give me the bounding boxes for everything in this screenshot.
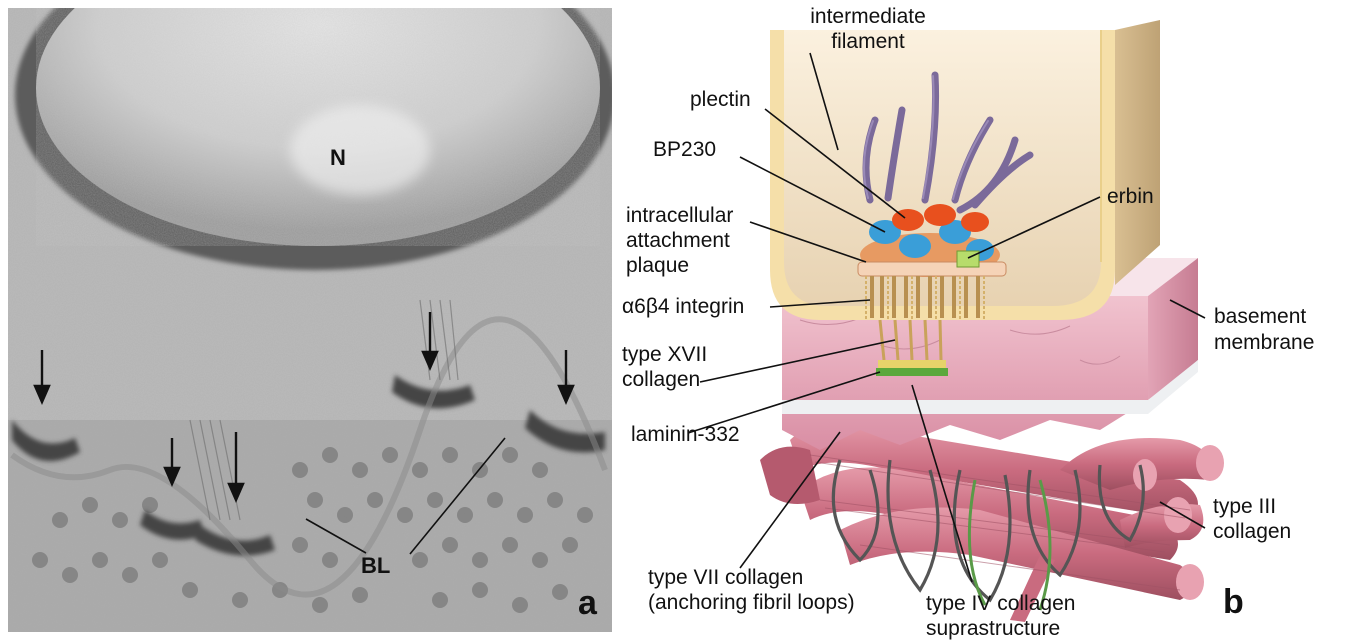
- type-xvii-collagen-label-line1: type XVII: [622, 343, 707, 366]
- plectin-label: plectin: [690, 88, 751, 111]
- type-iii-collagen-label-line1: type III: [1213, 495, 1276, 518]
- nucleus-label: N: [330, 145, 346, 170]
- type-iv-collagen-label-line2: suprastructure: [926, 617, 1060, 640]
- hemidesmosome-schematic-panel: intermediate filament plectin BP230 erbi…: [622, 5, 1314, 640]
- laminin-332-label: laminin-332: [631, 423, 740, 446]
- panel-letter-b: b: [1223, 583, 1244, 621]
- basement-membrane-label-line2: membrane: [1214, 331, 1314, 354]
- type-xvii-collagen-label-line2: collagen: [622, 368, 700, 391]
- attachment-plaque-label-line1: intracellular: [626, 204, 733, 227]
- intermediate-filament-label-line1: intermediate: [810, 5, 926, 28]
- erbin-label: erbin: [1107, 185, 1154, 208]
- type-iv-collagen-label-line1: type IV collagen: [926, 592, 1075, 615]
- basal-lamina-label: BL: [361, 553, 390, 578]
- type-vii-collagen-label-line2: (anchoring fibril loops): [648, 591, 855, 614]
- bp230-label: BP230: [653, 138, 716, 161]
- panel-letter-a: a: [578, 584, 598, 622]
- type-iii-collagen-label-line2: collagen: [1213, 520, 1291, 543]
- intermediate-filament-label-line2: filament: [831, 30, 905, 53]
- integrin-label: α6β4 integrin: [622, 295, 744, 318]
- basement-membrane-label-line1: basement: [1214, 305, 1306, 328]
- electron-micrograph-panel: N BL a: [8, 0, 615, 632]
- type-vii-collagen-label-line1: type VII collagen: [648, 566, 803, 589]
- attachment-plaque-label-line2: attachment: [626, 229, 730, 252]
- attachment-plaque-label-line3: plaque: [626, 254, 689, 277]
